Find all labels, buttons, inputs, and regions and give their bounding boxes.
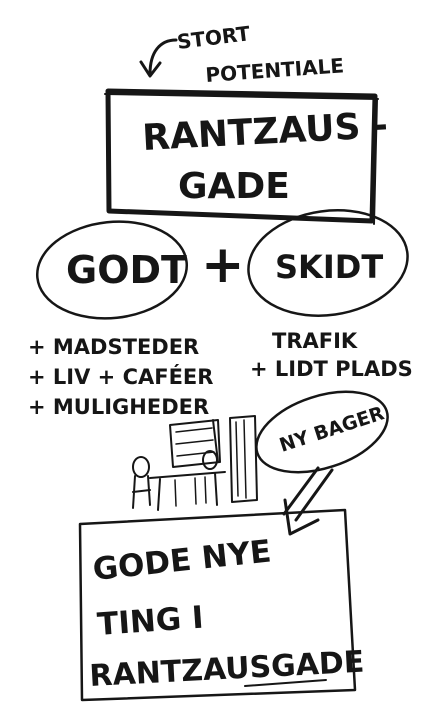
bakery-sketch: [132, 415, 258, 511]
top-note-line2: POTENTIALE: [205, 53, 345, 87]
bad-circle: [247, 209, 409, 317]
title-line2: GADE: [178, 166, 290, 207]
top-arrow: [139, 38, 178, 78]
top-note-line1: STORT: [176, 21, 252, 54]
bakery-bubble-label: NY BAGER: [277, 402, 387, 457]
bad-label: SKIDT: [275, 248, 383, 286]
conclusion-line2: TING I: [96, 600, 205, 643]
title-box: [104, 88, 379, 225]
conclusion-line1: GODE NYE: [91, 533, 273, 588]
plus-sign: +: [201, 235, 245, 295]
bad-item-1: TRAFIK: [272, 329, 358, 353]
good-circle: [35, 220, 189, 320]
good-item-2: + LIV + CAFÉER: [28, 364, 213, 389]
bad-item-2: + LIDT PLADS: [250, 357, 413, 381]
conclusion-line3: RANTZAUSGADE: [89, 645, 366, 694]
conclusion-underline: [244, 679, 327, 687]
bakery-bubble: [255, 390, 389, 474]
title-line1: RANTZAUS -: [141, 105, 389, 159]
good-label: GODT: [66, 248, 187, 292]
good-item-1: + MADSTEDER: [28, 335, 199, 359]
good-item-3: + MULIGHEDER: [28, 395, 209, 419]
conclusion-box: [78, 508, 357, 702]
down-arrow: [282, 466, 334, 536]
